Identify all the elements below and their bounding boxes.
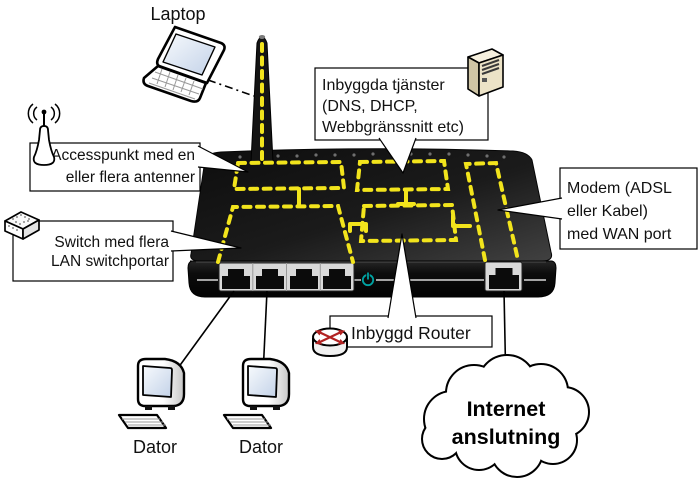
computer-right-label: Dator [239,437,283,457]
lan-port-1 [222,269,250,289]
wifi-link-line [207,79,255,97]
router-region [358,202,459,244]
switch-label-line2: LAN switchportar [51,253,169,270]
switch-callout-pointer [170,230,242,252]
connector-router-modem [451,214,472,228]
switch-icon [4,211,40,240]
modem-label-line3: med WAN port [567,226,672,243]
radio-waves-icon [27,103,61,124]
connector-services-router [396,189,416,206]
lan-port-strip [218,262,355,292]
modem-label-line2: eller Kabel) [567,203,648,220]
access-point-label-line1: Accesspunkt med en [51,147,195,164]
accesspoint-region [231,159,347,192]
wan-port [484,261,523,292]
services-label-line3: Webbgränssnitt etc) [322,119,464,136]
lan-port-4 [323,269,351,289]
switch-label-line1: Switch med flera [54,234,169,251]
services-label-line2: (DNS, DHCP, [322,98,418,115]
callout-services: Inbyggda tjänster (DNS, DHCP, Webbgränss… [314,67,489,141]
vent-dots [238,152,506,159]
callout-modem: Modem (ADSL eller Kabel) med WAN port [559,167,698,250]
connector-switch-router [348,222,368,233]
laptop-keys [148,68,204,100]
callout-router: Inbyggd Router [329,315,493,348]
router-icon [312,327,348,357]
internet-cloud: Internet anslutning [421,354,590,478]
lan-port-2 [256,269,284,289]
router-label-line1: Inbyggd Router [351,323,471,343]
services-callout-box [314,67,489,141]
switch-port-dots [8,214,30,231]
cloud-label-line1: Internet [467,397,546,421]
laptop-label: Laptop [150,4,205,24]
access-point-callout-box [29,142,201,192]
router-callout-pointer [387,233,417,319]
laptop-icon [142,25,226,103]
highlight-regions [216,42,520,264]
switch-region [216,203,355,264]
callout-access-point: Accesspunkt med en eller flera antenner [29,142,201,192]
cloud-label-line2: anslutning [452,425,561,449]
services-label-line1: Inbyggda tjänster [322,77,445,94]
computer-left-label: Dator [133,437,177,457]
switch-callout-box [12,220,174,282]
services-callout-pointer [378,137,417,174]
router-cross-arrows [319,331,341,343]
services-region [354,158,451,193]
server-slots [481,59,500,75]
callout-switch: Switch med flera LAN switchportar [12,220,174,282]
lan-cable-left [177,290,235,369]
access-point-callout-pointer [197,145,249,173]
lan-port-3 [290,269,318,289]
power-icon [361,272,375,287]
modem-callout-pointer [497,197,563,220]
server-icon [467,48,504,97]
access-point-icon [27,103,61,166]
access-point-label-line2: eller flera antenner [66,169,195,186]
modem-label-line1: Modem (ADSL [567,180,672,197]
modem-callout-box [559,167,698,250]
computer-icon-right [222,357,291,430]
computer-icon-left [117,357,186,430]
